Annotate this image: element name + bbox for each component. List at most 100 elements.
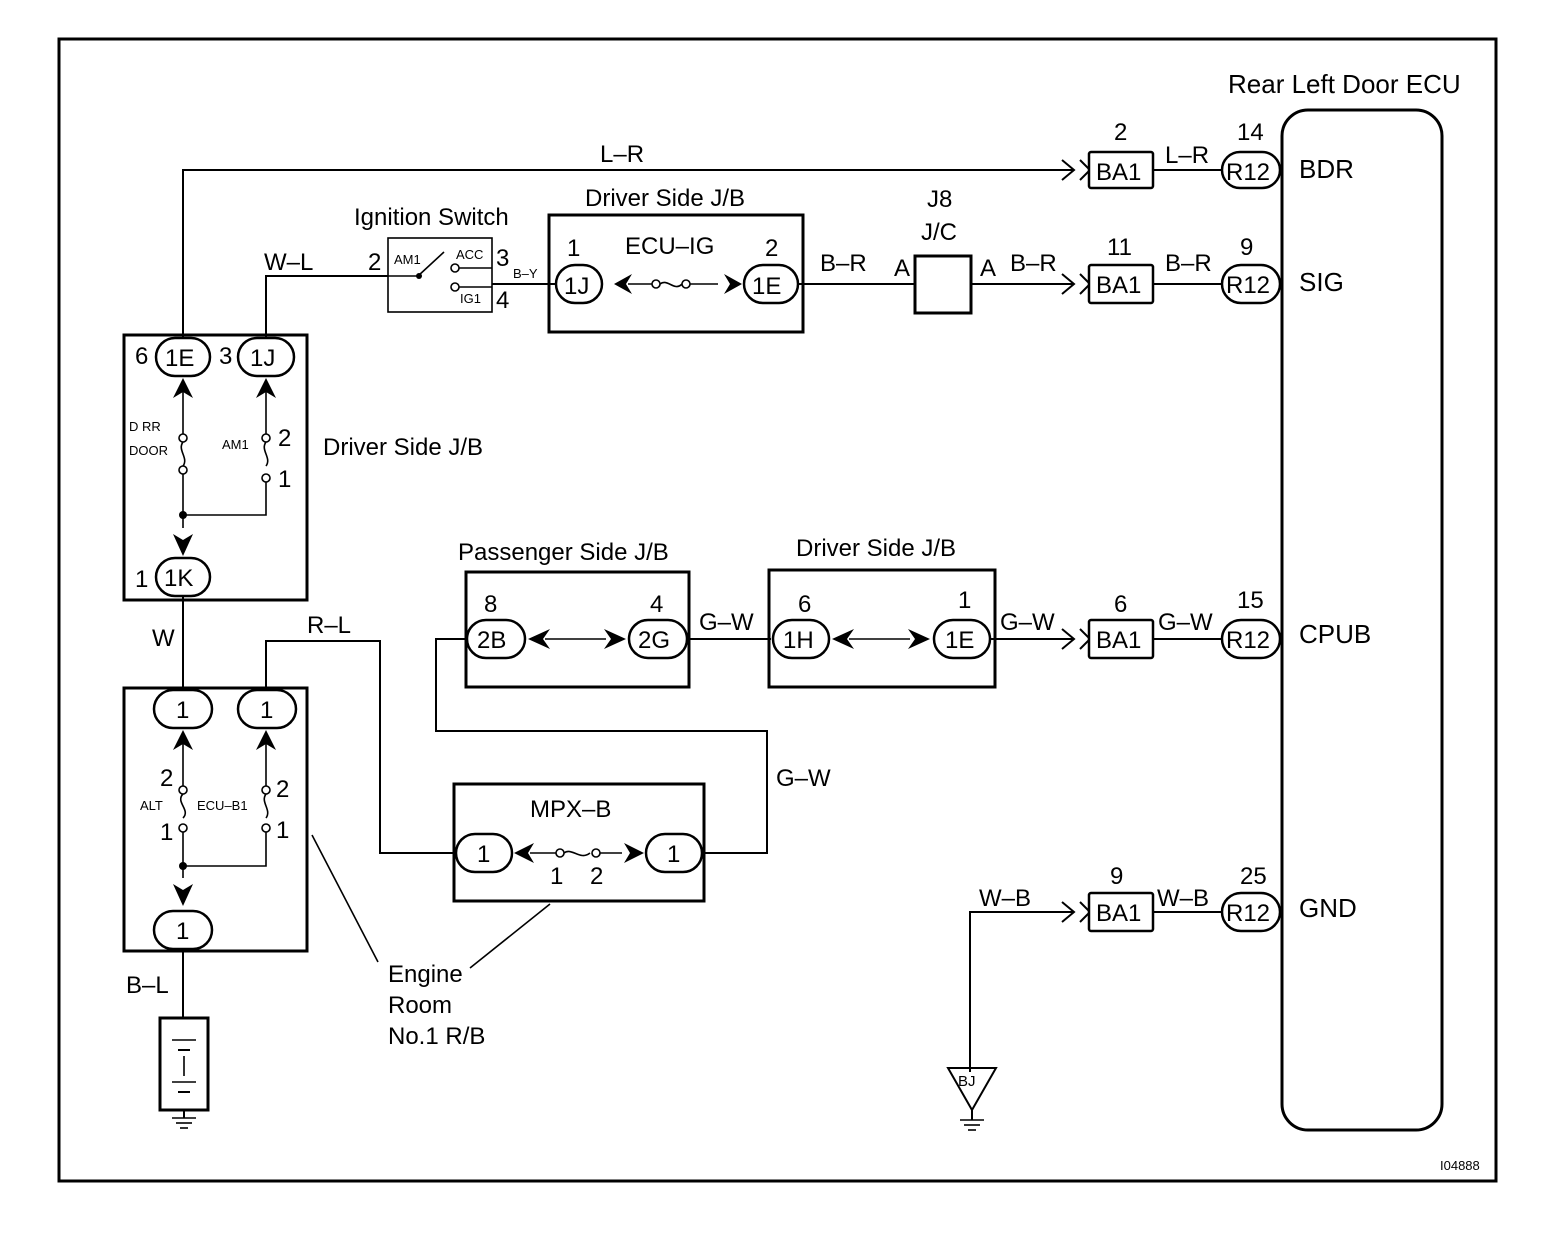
pin-sw-4: 4	[496, 287, 509, 314]
connector-1j-left	[236, 336, 296, 378]
connector-er-1-right-label: 1	[260, 697, 273, 724]
connector-r12-sig	[1220, 263, 1282, 305]
connector-mpx-1-right-label: 1	[667, 841, 680, 868]
jc-label: J/C	[921, 219, 957, 246]
wire-label-g-w-mpx: G–W	[776, 765, 831, 792]
terminal-bdr: BDR	[1299, 154, 1354, 184]
connector-mpx-1-left-label: 1	[477, 841, 490, 868]
terminal-sig: SIG	[1299, 267, 1344, 297]
wire-g-w-mpx	[435, 638, 768, 854]
wire-label-l-r: L–R	[600, 141, 644, 168]
pin-er-b1: 1	[276, 817, 289, 844]
engine-room-rb-box	[122, 686, 309, 953]
connector-er-1-left	[152, 688, 214, 730]
connector-2g-label: 2G	[638, 627, 670, 654]
chevron-1e-left	[173, 378, 193, 398]
switch-ig1-contact	[450, 282, 460, 292]
pin-ba1-bdr: 2	[1114, 119, 1127, 146]
switch-acc-contact	[450, 263, 460, 273]
chevron-1j-left	[256, 378, 276, 398]
driver-side-jb-mid-label: Driver Side J/B	[796, 535, 956, 562]
fuse-am1-wire-bottom	[183, 482, 267, 516]
ecuig-fuse-b	[681, 279, 691, 289]
wire-l-r-bdr	[182, 169, 1073, 338]
wire-label-g-w-ecu: G–W	[1158, 609, 1213, 636]
terminal-gnd: GND	[1299, 893, 1357, 923]
chevron-2g	[604, 629, 626, 649]
terminal-cpub: CPUB	[1299, 619, 1371, 649]
connector-1e-mid-label: 1E	[945, 627, 974, 654]
mpx-fuse-a	[555, 848, 565, 858]
connector-r12-sig-label: R12	[1226, 272, 1270, 299]
pin-ecuig-1: 1	[567, 235, 580, 262]
chevron-ecuig-left	[614, 274, 632, 294]
driver-side-jb-left-label: Driver Side J/B	[323, 434, 483, 461]
pin-jb-6: 6	[135, 343, 148, 370]
wire-label-b-r-2: B–R	[1010, 250, 1057, 277]
pin-er-b2: 2	[276, 776, 289, 803]
mpx-b-label: MPX–B	[530, 796, 611, 823]
wire-label-b-r-ecu: B–R	[1165, 250, 1212, 277]
wire-w-l	[265, 275, 388, 338]
fuse-ecu-b1	[263, 793, 269, 819]
connector-1e-top-label: 1E	[752, 273, 781, 300]
chevron-mpx-right	[624, 843, 644, 863]
connector-1h-label: 1H	[783, 627, 814, 654]
junction-connector-j8	[913, 254, 973, 315]
fuse-ecu-b1-wire-bottom	[183, 832, 267, 867]
fuse-d-rr-bottom	[178, 465, 188, 475]
pin-jb-1k: 1	[135, 566, 148, 593]
connector-ba1-gnd-label: BA1	[1096, 900, 1141, 927]
driver-side-jb-top-label: Driver Side J/B	[585, 185, 745, 212]
fuse-alt-label: ALT	[140, 798, 163, 813]
fuse-am1-top	[261, 433, 271, 443]
connector-2b-label: 2B	[477, 627, 506, 654]
pin-er-2: 2	[160, 765, 173, 792]
pin-r12-cpub: 15	[1237, 587, 1264, 614]
wire-w-b	[969, 911, 1073, 1072]
passenger-side-jb-label: Passenger Side J/B	[458, 539, 669, 566]
connector-1j-left-label: 1J	[250, 345, 275, 372]
chevron-er-right	[256, 730, 276, 750]
pin-djb-6: 6	[798, 591, 811, 618]
fuse-ecu-b1-top	[261, 785, 271, 795]
driver-side-jb-mid-box	[767, 568, 997, 689]
arrow-bdr	[1061, 159, 1076, 181]
ecuig-fuse-a	[651, 279, 661, 289]
wire-label-r-l: R–L	[307, 612, 351, 639]
chevron-mpx-left	[514, 843, 534, 863]
passenger-side-jb-box	[464, 570, 691, 689]
pin-djb-1: 1	[958, 587, 971, 614]
connector-mpx-1-left	[454, 832, 514, 874]
connector-1h	[771, 618, 831, 660]
pin-jb-1: 1	[278, 466, 291, 493]
ground-point-bj-label: BJ	[958, 1073, 976, 1090]
wire-r-l	[265, 640, 456, 854]
pin-pjb-4: 4	[650, 591, 663, 618]
connector-ba1-cpub-label: BA1	[1096, 627, 1141, 654]
rear-left-door-ecu-box	[1280, 108, 1444, 1132]
j8-pin-a-left: A	[894, 255, 910, 282]
switch-arm	[417, 251, 445, 277]
wire-label-w: W	[152, 625, 175, 652]
mpx-fuse	[563, 850, 591, 857]
wire-label-l-r-ecu: L–R	[1165, 142, 1209, 169]
mpx-fuse-b	[591, 848, 601, 858]
connector-er-1-bottom-label: 1	[176, 918, 189, 945]
pin-r12-gnd: 25	[1240, 863, 1267, 890]
connector-1j-top-label: 1J	[564, 273, 589, 300]
engine-room-label-line-1: Engine	[388, 961, 463, 988]
fuse-alt	[179, 793, 187, 819]
pin-r12-sig: 9	[1240, 234, 1253, 261]
pin-sw-3: 3	[496, 245, 509, 272]
pin-ba1-cpub: 6	[1114, 591, 1127, 618]
pin-jb-3: 3	[219, 343, 232, 370]
arrow-sig	[1061, 273, 1076, 295]
ecu-ig-label: ECU–IG	[625, 233, 714, 260]
rear-left-door-ecu-label: Rear Left Door ECU	[1228, 69, 1461, 99]
ignition-switch-label: Ignition Switch	[354, 204, 509, 231]
fuse-ecu-b1-label: ECU–B1	[197, 798, 248, 813]
pin-ba1-sig: 11	[1107, 234, 1132, 261]
wire-label-w-b-ecu: W–B	[1157, 885, 1209, 912]
figure-id: I04888	[1440, 1158, 1480, 1173]
